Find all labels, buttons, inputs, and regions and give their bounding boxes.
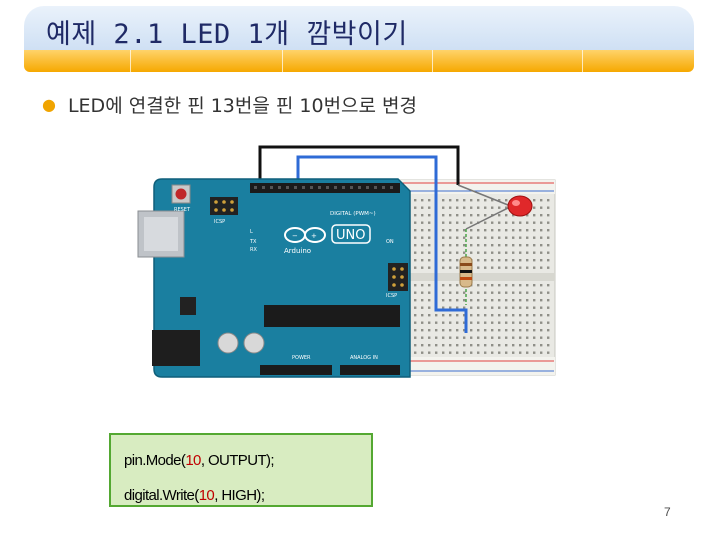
code-suffix: , OUTPUT); (200, 452, 275, 469)
page-number: 7 (664, 505, 671, 519)
on-label: ON (386, 239, 394, 245)
breadboard-holes (414, 199, 550, 354)
bullet-dot-icon: ● (42, 94, 56, 114)
slide-title: 예제 2.1 LED 1개 깜박이기 (46, 19, 408, 50)
slide-header: 예제 2.1 LED 1개 깜박이기 (0, 0, 720, 80)
code-prefix: digital.Write( (124, 487, 199, 504)
code-prefix: pin.Mode( (124, 452, 186, 469)
digital-label: DIGITAL (PWM~) (330, 211, 376, 217)
title-background (24, 6, 694, 50)
icsp2-label: ICSP (386, 293, 397, 299)
code-pin-number: 10 (185, 452, 201, 469)
rx-label: RX (250, 247, 257, 253)
code-line-digitalwrite: digital.Write(10, HIGH); (124, 487, 265, 504)
title-underline-band (24, 50, 694, 72)
bullet-item: ● LED에 연결한 핀 13번을 핀 10번으로 변경 (42, 92, 418, 117)
icsp-header (210, 197, 238, 215)
voltage-regulator (180, 297, 196, 315)
black-wire (258, 145, 460, 185)
analog-header (340, 365, 400, 375)
brand-label: Arduino (284, 247, 311, 255)
led-leg-a (457, 184, 509, 206)
tx-label: TX (249, 239, 257, 245)
capacitor-a (217, 332, 239, 354)
power-header (260, 365, 332, 375)
svg-text:−: − (292, 232, 298, 240)
arduino-logo: − + (284, 227, 326, 243)
arduino-wiring-figure: RESET ICSP ICSP DIGITAL (PWM~) − + UNO A… (137, 145, 556, 378)
icsp-label: ICSP (214, 219, 225, 225)
icsp2-header (388, 263, 408, 291)
reset-label: RESET (174, 207, 191, 213)
power-jack (152, 330, 200, 366)
microcontroller-chip (264, 305, 400, 327)
power-label: POWER (292, 355, 311, 361)
code-snippet-box: pin.Mode(10, OUTPUT); digital.Write(10, … (109, 433, 373, 507)
code-pin-number: 10 (198, 487, 215, 504)
led (507, 195, 533, 217)
svg-text:+: + (311, 232, 317, 240)
breadboard-rail-top (400, 180, 555, 194)
code-suffix: , HIGH); (214, 487, 265, 504)
blue-wire (296, 155, 468, 333)
bullet-text: LED에 연결한 핀 13번을 핀 10번으로 변경 (67, 94, 418, 117)
breadboard-center-channel (400, 273, 555, 281)
code-line-pinmode: pin.Mode(10, OUTPUT); (124, 452, 275, 469)
breadboard-rail-bottom (400, 357, 555, 375)
led-leg-b (465, 206, 511, 230)
digital-header (250, 183, 400, 193)
capacitor-b (243, 332, 265, 354)
uno-label: UNO (336, 228, 365, 243)
digital-header-pins (254, 186, 393, 189)
arduino-board (153, 178, 411, 378)
analog-label: ANALOG IN (350, 355, 378, 361)
uno-badge (331, 224, 371, 244)
l-label: L (250, 229, 253, 235)
